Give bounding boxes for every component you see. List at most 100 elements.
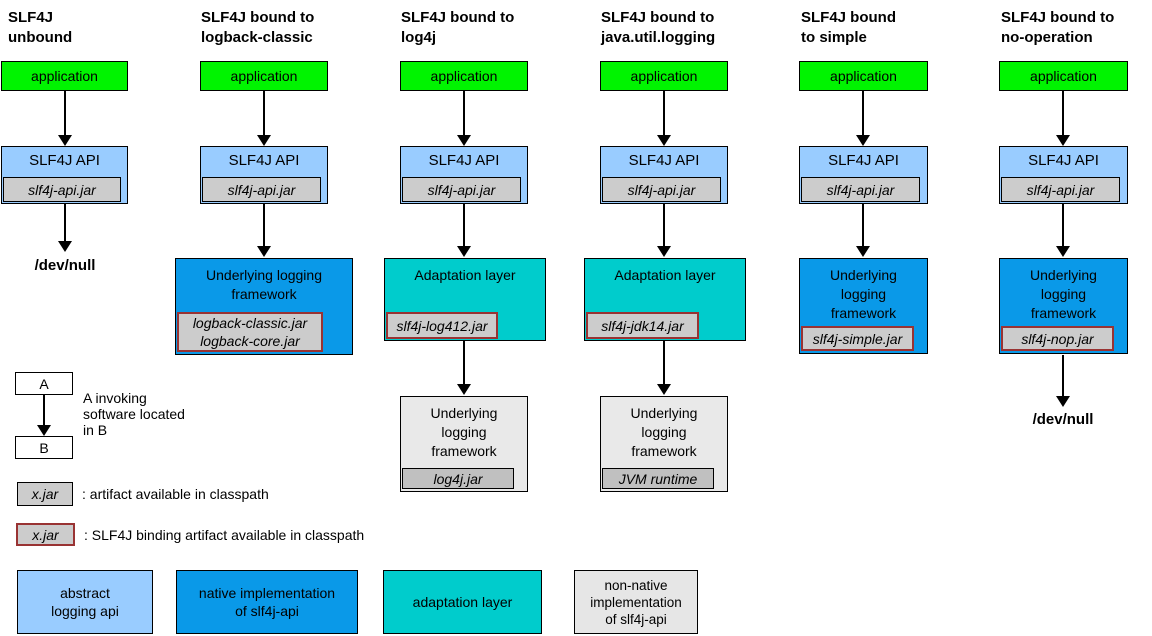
slf4j-api-box: SLF4J API slf4j-api.jar [200, 146, 328, 204]
key-native-implementation: native implementation of slf4j-api [176, 570, 358, 634]
label-line: framework [231, 286, 297, 302]
adaptation-label: Adaptation layer [385, 259, 545, 285]
slf4j-api-box: SLF4J API slf4j-api.jar [600, 146, 728, 204]
jar-label: slf4j-api.jar [826, 181, 895, 198]
key-nonnative-implementation: non-native implementation of slf4j-api [574, 570, 698, 634]
slf4j-api-jar: slf4j-api.jar [602, 177, 721, 202]
jar-label: slf4j-jdk14.jar [601, 317, 684, 334]
application-label: application [230, 68, 298, 84]
jar-label: slf4j-api.jar [1026, 181, 1095, 198]
label-line: Underlying [830, 267, 897, 283]
legend-text-line: software located [83, 406, 185, 422]
slf4j-log412-jar: slf4j-log412.jar [386, 312, 498, 339]
framework-label: Underlying logging framework [401, 397, 527, 461]
slf4j-api-box: SLF4J API slf4j-api.jar [400, 146, 528, 204]
title-line: to simple [801, 29, 867, 46]
jar-label: x.jar [31, 486, 59, 502]
nop-framework-box: Underlying logging framework slf4j-nop.j… [999, 258, 1128, 354]
label-line: Underlying logging [206, 267, 322, 283]
arrow-down-icon [457, 341, 471, 395]
label-line: Adaptation layer [614, 267, 716, 283]
slf4j-api-box: SLF4J API slf4j-api.jar [999, 146, 1128, 204]
framework-label: Underlying logging framework [800, 259, 927, 323]
jar-label: log4j.jar [433, 470, 483, 487]
label-line: Underlying [630, 405, 698, 421]
slf4j-api-label: SLF4J API [228, 152, 300, 169]
slf4j-api-label: SLF4J API [628, 152, 700, 169]
slf4j-simple-jar: slf4j-simple.jar [801, 326, 914, 351]
jul-adaptation-box: Adaptation layer slf4j-jdk14.jar [584, 258, 746, 341]
label-line: logging [641, 424, 687, 440]
arrow-down-icon [58, 204, 72, 252]
legend-text-line: in B [83, 422, 108, 438]
arrow-down-icon [37, 395, 51, 436]
arrow-down-icon [657, 91, 671, 146]
legend-jar-plain-text: : artifact available in classpath [82, 486, 269, 502]
title-java-util-logging: SLF4J bound to java.util.logging [601, 8, 715, 48]
simple-framework-box: Underlying logging framework slf4j-simpl… [799, 258, 928, 354]
title-line: logback-classic [201, 29, 313, 46]
application-label: application [1030, 68, 1097, 84]
label-line: framework [830, 305, 897, 321]
key-label-line: adaptation layer [412, 594, 513, 610]
title-line: SLF4J bound to [201, 9, 315, 26]
arrow-down-icon [657, 204, 671, 257]
jar-label: slf4j-api.jar [627, 181, 696, 198]
legend-text-line: A invoking [83, 390, 147, 406]
jar-label: logback-core.jar [200, 333, 300, 349]
log4j-framework-box: Underlying logging framework log4j.jar [400, 396, 528, 492]
legend-jar-binding: x.jar [16, 523, 75, 546]
application-box: application [799, 61, 928, 91]
slf4j-api-jar: slf4j-api.jar [3, 177, 121, 202]
application-box: application [200, 61, 328, 91]
slf4j-api-jar: slf4j-api.jar [202, 177, 321, 202]
slf4j-api-label: SLF4J API [828, 152, 899, 169]
jar-label: JVM runtime [618, 470, 698, 487]
adaptation-label: Adaptation layer [585, 259, 745, 285]
legend-box-b-label: B [39, 439, 49, 456]
logback-jars: logback-classic.jar logback-core.jar [177, 312, 323, 352]
legend-invoke-text: A invoking software located in B [83, 390, 185, 438]
title-line: java.util.logging [601, 29, 716, 46]
label-line: framework [1030, 305, 1097, 321]
label-line: Adaptation layer [414, 267, 516, 283]
arrow-down-icon [58, 91, 72, 146]
label-line: Underlying [1030, 267, 1097, 283]
slf4j-nop-jar: slf4j-nop.jar [1001, 326, 1114, 351]
label-line: Underlying [430, 405, 498, 421]
application-label: application [430, 68, 498, 84]
jar-label: slf4j-log412.jar [396, 317, 488, 334]
key-adaptation-layer: adaptation layer [383, 570, 542, 634]
legend-box-b: B [15, 436, 73, 459]
title-log4j: SLF4J bound to log4j [401, 8, 514, 48]
key-label-line: of slf4j-api [235, 603, 299, 619]
arrow-down-icon [257, 91, 271, 146]
slf4j-jdk14-jar: slf4j-jdk14.jar [586, 312, 699, 339]
title-no-operation: SLF4J bound to no-operation [1001, 8, 1114, 48]
jar-label: logback-classic.jar [192, 315, 308, 331]
slf4j-api-label: SLF4J API [428, 152, 500, 169]
arrow-down-icon [1056, 91, 1070, 146]
slf4j-api-box: SLF4J API slf4j-api.jar [799, 146, 928, 204]
jul-framework-box: Underlying logging framework JVM runtime [600, 396, 728, 492]
dev-null-label: /dev/null [34, 257, 96, 274]
label-line: logging [441, 424, 487, 440]
logback-framework-box: Underlying logging framework logback-cla… [175, 258, 353, 355]
jar-label: x.jar [32, 526, 59, 543]
application-box: application [999, 61, 1128, 91]
framework-label: Underlying logging framework [601, 397, 727, 461]
legend-jar-plain: x.jar [17, 482, 73, 506]
arrow-down-icon [856, 91, 870, 146]
application-box: application [600, 61, 728, 91]
slf4j-api-label: SLF4J API [1028, 152, 1099, 169]
arrow-down-icon [257, 204, 271, 257]
slf4j-api-box: SLF4J API slf4j-api.jar [1, 146, 128, 204]
arrow-down-icon [657, 341, 671, 395]
framework-label: Underlying logging framework [176, 259, 352, 304]
key-label-line: implementation [590, 594, 682, 610]
slf4j-api-label: SLF4J API [29, 152, 100, 169]
arrow-down-icon [457, 204, 471, 257]
legend-jar-binding-text: : SLF4J binding artifact available in cl… [84, 526, 365, 543]
framework-label: Underlying logging framework [1000, 259, 1127, 323]
